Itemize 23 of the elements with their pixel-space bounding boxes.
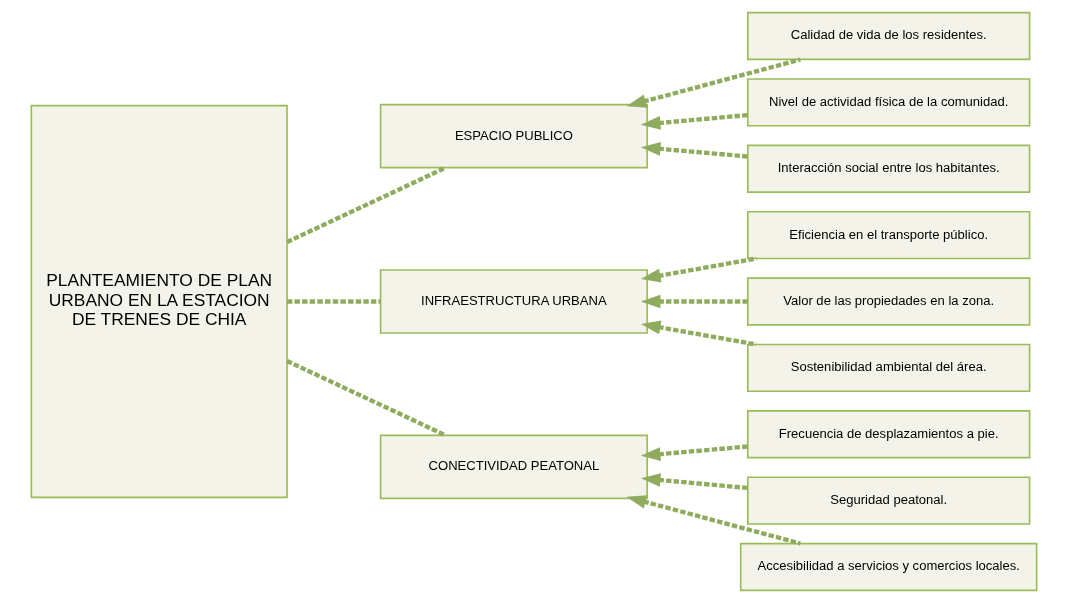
arrow bbox=[640, 444, 748, 461]
node-box: Interacción social entre los habitantes. bbox=[746, 144, 1031, 193]
node-box: Valor de las propiedades en la zona. bbox=[746, 277, 1031, 326]
node-box: CONECTIVIDAD PEATONAL bbox=[379, 434, 648, 500]
node-box: ESPACIO PUBLICO bbox=[379, 103, 648, 169]
connector bbox=[286, 165, 447, 244]
connector bbox=[286, 359, 447, 438]
node-box: INFRAESTRUCTURA URBANA bbox=[379, 269, 648, 334]
node-box: Frecuencia de desplazamientos a pie. bbox=[746, 410, 1031, 459]
arrow bbox=[640, 142, 748, 159]
arrow bbox=[640, 320, 757, 347]
arrow bbox=[640, 473, 748, 491]
arrow bbox=[640, 112, 748, 130]
node-box: PLANTEAMIENTO DE PLAN URBANO EN LA ESTACION DE TRENES DE CHIA bbox=[30, 104, 288, 499]
arrow bbox=[640, 294, 748, 309]
node-box: Seguridad peatonal. bbox=[746, 476, 1031, 525]
node-box: Accesibilidad a servicios y comercios locales. bbox=[739, 542, 1038, 592]
connector bbox=[287, 299, 381, 304]
node-box: Eficiencia en el transporte público. bbox=[746, 210, 1031, 260]
node-box: Calidad de vida de los residentes. bbox=[746, 11, 1031, 61]
node-box: Sostenibilidad ambiental del área. bbox=[746, 343, 1031, 393]
arrow bbox=[640, 256, 757, 283]
node-box: Nivel de actividad física de la comunidad. bbox=[746, 78, 1031, 127]
